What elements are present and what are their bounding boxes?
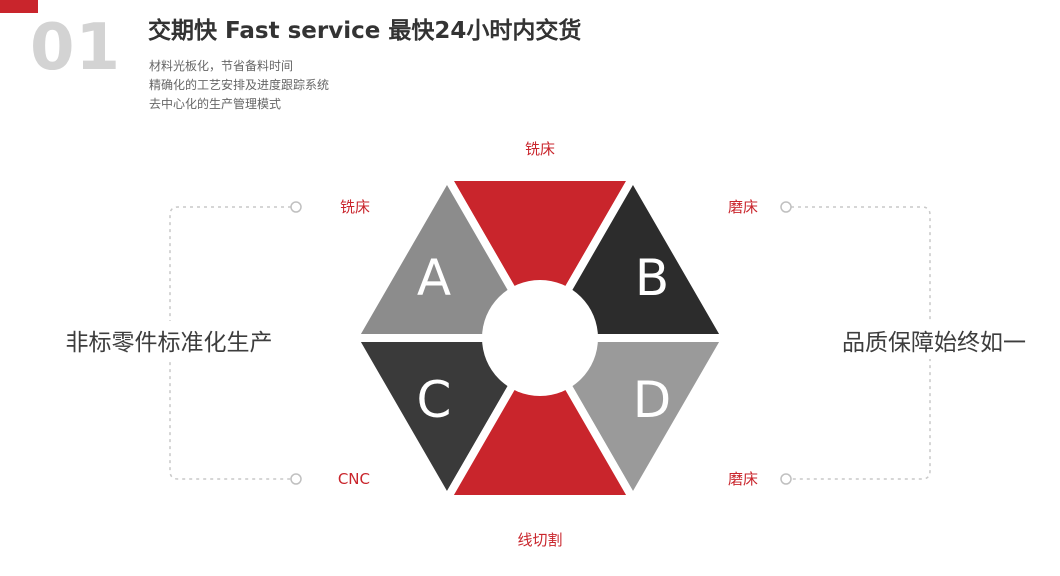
bullet-item: 精确化的工艺安排及进度跟踪系统 xyxy=(149,78,330,92)
label-top: 铣床 xyxy=(524,140,555,158)
left-caption: 非标零件标准化生产 xyxy=(57,321,281,359)
red-corner-bar xyxy=(0,0,38,13)
bullet-list: 材料光板化，节省备料时间 精确化的工艺安排及进度跟踪系统 去中心化的生产管理模式 xyxy=(149,57,329,114)
connector-dot xyxy=(290,473,302,485)
label-bottom: 线切割 xyxy=(517,531,563,549)
center-circle xyxy=(482,280,598,396)
label-lower-left: CNC xyxy=(337,470,370,488)
segment-letter-c: C xyxy=(417,371,452,429)
connector-dot xyxy=(780,201,792,213)
segment-bottom xyxy=(440,330,640,503)
section-number: 01 xyxy=(30,11,122,85)
right-caption: 品质保障始终如一 xyxy=(834,321,1034,359)
segment-letter-d: D xyxy=(633,371,672,429)
connector-dot xyxy=(290,201,302,213)
bullet-item: 去中心化的生产管理模式 xyxy=(149,97,282,111)
right-dashed-bracket xyxy=(791,206,931,480)
label-lower-right: 磨床 xyxy=(728,470,759,488)
connector-dot xyxy=(780,473,792,485)
bullet-item: 材料光板化，节省备料时间 xyxy=(149,59,294,73)
page-title: 交期快 Fast service 最快24小时内交货 xyxy=(148,18,582,44)
segment-letter-b: B xyxy=(635,249,669,307)
segment-letter-a: A xyxy=(417,249,451,307)
label-upper-left: 铣床 xyxy=(339,198,370,216)
label-upper-right: 磨床 xyxy=(728,198,759,216)
